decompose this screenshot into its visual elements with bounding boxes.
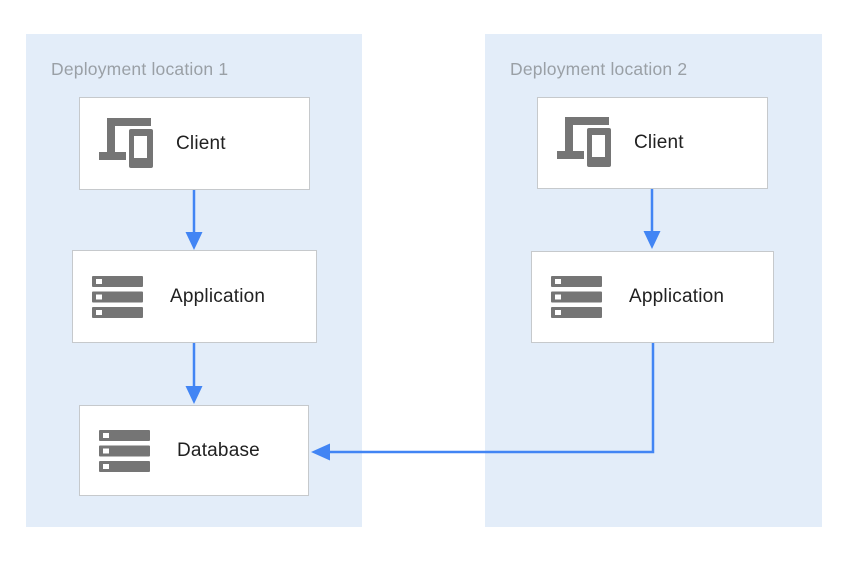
client-devices-icon — [557, 117, 615, 169]
region-1-label: Deployment location 1 — [51, 59, 229, 79]
node-location1-client: Client — [79, 97, 310, 190]
server-stack-icon — [92, 275, 143, 318]
node-label: Application — [170, 285, 266, 307]
node-location1-database: Database — [79, 405, 309, 496]
server-stack-icon — [551, 276, 602, 318]
node-location2-client: Client — [537, 97, 768, 189]
node-label: Application — [629, 286, 725, 307]
node-label: Client — [634, 132, 684, 153]
node-location2-application: Application — [531, 251, 774, 343]
node-location1-application: Application — [72, 250, 317, 343]
region-2-label: Deployment location 2 — [510, 59, 688, 79]
server-stack-icon — [99, 429, 150, 472]
node-label: Database — [177, 439, 260, 461]
client-devices-icon — [99, 117, 157, 170]
node-label: Client — [176, 132, 226, 154]
